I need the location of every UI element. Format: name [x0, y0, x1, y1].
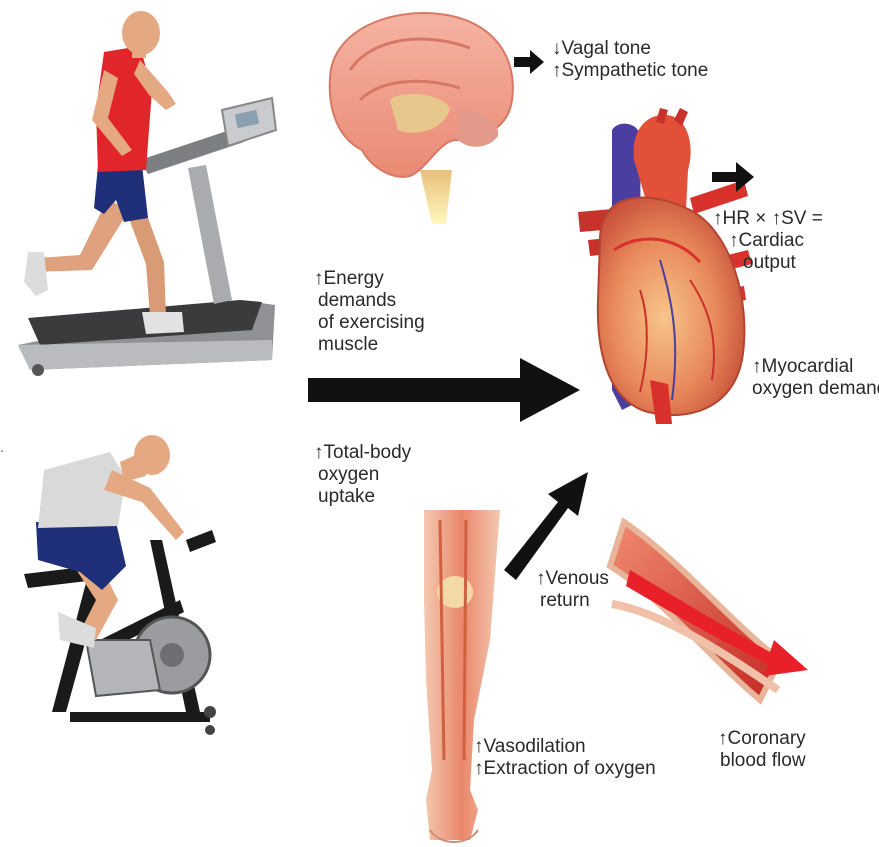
venous-return-arrow [504, 472, 588, 580]
brain-illustration [330, 13, 513, 224]
cardiac-output-label: ↑HR × ↑SV = ↑Cardiac output [713, 208, 823, 274]
bike-frame [70, 712, 210, 722]
sympathetic-tone-text: ↑Sympathetic tone [552, 60, 708, 82]
energy-demands-label: ↑Energy demands of exercising muscle [314, 268, 425, 356]
myocardial-text: ↑Myocardial [752, 356, 879, 378]
leg-limb [424, 510, 500, 840]
venous-text: ↑Venous [536, 568, 609, 590]
treadmill-runner-illustration [18, 11, 276, 376]
hr-sv-text: ↑HR × ↑SV = [713, 208, 823, 230]
oxygen-demand-text: oxygen demand [752, 378, 879, 400]
brain-stem [420, 170, 452, 224]
blood-flow-text: blood flow [718, 750, 806, 772]
coronary-flow-label: ↑Coronary blood flow [718, 728, 806, 772]
oxygen-uptake-label: ↑Total-body oxygen uptake [314, 442, 411, 508]
uptake-text: uptake [314, 486, 411, 508]
total-body-text: ↑Total-body [314, 442, 411, 464]
myocardial-demand-label: ↑Myocardial oxygen demand [752, 356, 879, 400]
svg-text:.: . [0, 439, 4, 455]
cardiac-text: ↑Cardiac [713, 230, 823, 252]
oxygen-text: oxygen [314, 464, 411, 486]
output-text: output [713, 252, 823, 274]
demands-text: demands [314, 290, 425, 312]
brain-output-arrow [514, 50, 544, 74]
stationary-bike-illustration [24, 435, 216, 735]
return-text: return [536, 590, 609, 612]
runner-back-leg [34, 198, 128, 272]
main-flow-arrow [308, 358, 580, 422]
coronary-vessel-illustration [610, 522, 808, 700]
extraction-text: ↑Extraction of oxygen [474, 758, 656, 780]
leg-illustration [424, 510, 500, 842]
treadmill-upright [188, 165, 232, 304]
energy-text: ↑Energy [314, 268, 425, 290]
coronary-text: ↑Coronary [718, 728, 806, 750]
vagal-tone-text: ↓Vagal tone [552, 38, 708, 60]
brain-label: ↓Vagal tone ↑Sympathetic tone [552, 38, 708, 82]
vasodilation-text: ↑Vasodilation [474, 736, 656, 758]
venous-return-label: ↑Venous return [536, 568, 609, 612]
muscle-text: muscle [314, 334, 425, 356]
of-exercising-text: of exercising [314, 312, 425, 334]
vasodilation-label: ↑Vasodilation ↑Extraction of oxygen [474, 736, 656, 780]
